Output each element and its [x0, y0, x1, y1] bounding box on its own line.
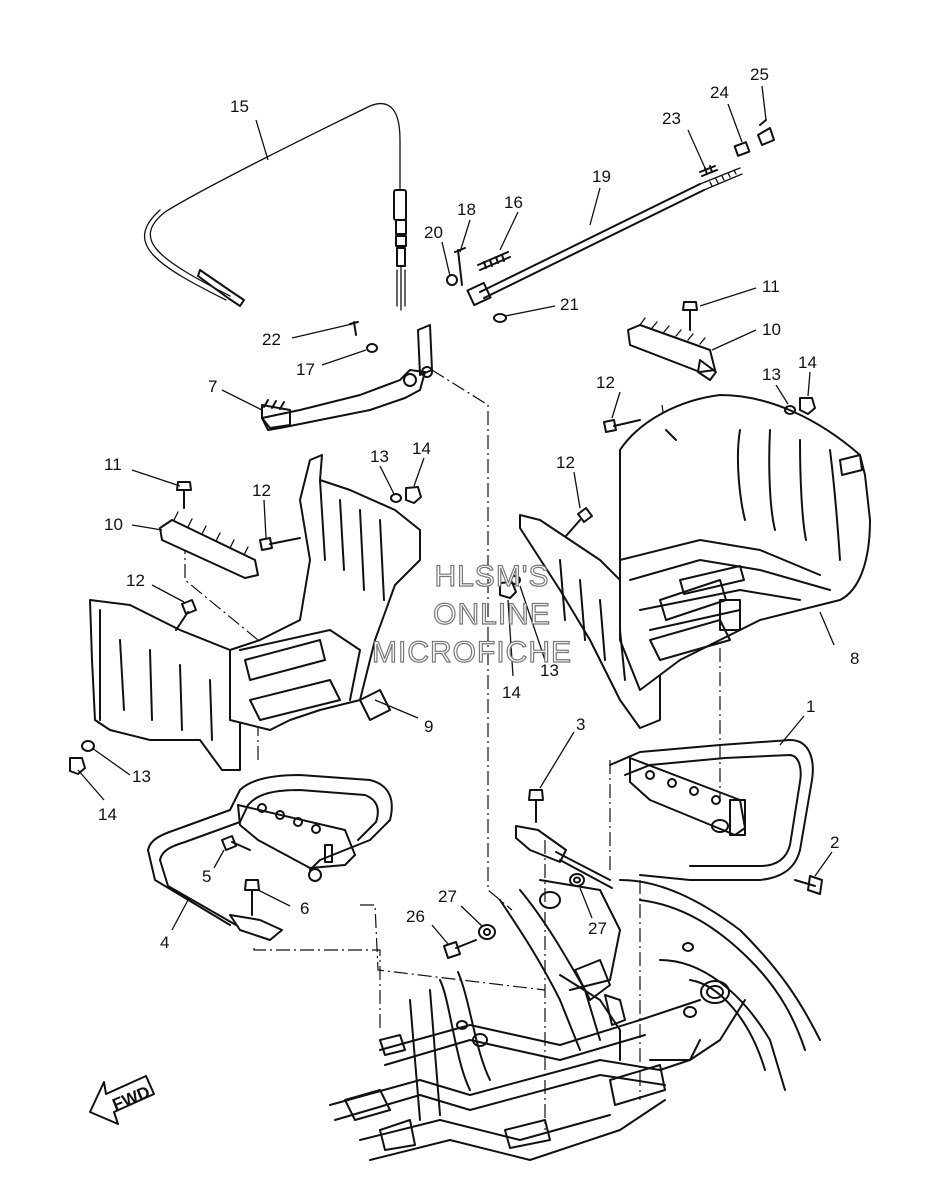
callout-23: 23 [662, 109, 681, 128]
footrest-bracket-part-1 [609, 739, 814, 881]
callout-numbers: 15 16 18 20 19 23 24 25 21 22 17 7 11 10… [98, 65, 859, 952]
bolt-part-5 [221, 835, 251, 851]
bolt-part-12-left-b [175, 599, 197, 631]
callout-19: 19 [592, 167, 611, 186]
callout-18: 18 [457, 200, 476, 219]
washer-part-13-left-a [390, 493, 402, 503]
bolt-part-6 [244, 879, 260, 916]
washer-part-13-left-b [81, 740, 95, 752]
callout-12-right-b: 12 [556, 453, 575, 472]
brake-pedal-part-7 [261, 324, 433, 431]
cable-part-15 [143, 102, 407, 311]
callout-12-left-b: 12 [126, 571, 145, 590]
callout-12-right-a: 12 [596, 373, 615, 392]
fwd-arrow-label: FWD [110, 1082, 153, 1114]
bolt-part-12-left-a [259, 537, 301, 551]
callout-5: 5 [202, 867, 211, 886]
callout-27-b: 27 [588, 919, 607, 938]
wing-nut-part-25 [757, 119, 775, 146]
callout-11-right: 11 [762, 277, 780, 296]
callout-22: 22 [262, 330, 281, 349]
callout-3: 3 [576, 715, 585, 734]
callout-2: 2 [830, 833, 839, 852]
callout-10-left: 10 [104, 515, 123, 534]
bolt-part-12-right-a [603, 419, 641, 433]
callout-15: 15 [230, 97, 249, 116]
watermark-line-2: ONLINE [433, 597, 551, 631]
callout-20: 20 [424, 223, 443, 242]
spring-part-23 [699, 165, 718, 177]
callout-26: 26 [406, 907, 425, 926]
callout-13-right-b: 13 [540, 661, 559, 680]
callout-9: 9 [424, 717, 433, 736]
callout-24: 24 [710, 83, 729, 102]
callout-4: 4 [160, 933, 169, 952]
nut-part-14-right-a [799, 397, 816, 415]
watermark-line-1: HLSM'S [434, 559, 550, 593]
callout-14-left-a: 14 [412, 439, 431, 458]
callout-16: 16 [504, 193, 523, 212]
washer-part-13-right-b [509, 575, 521, 585]
callout-14-right-a: 14 [798, 353, 817, 372]
callout-7: 7 [208, 377, 217, 396]
nut-part-27-b [569, 873, 585, 887]
bolt-part-11-right [682, 301, 698, 331]
nut-part-14-left-a [405, 486, 422, 504]
bolt-part-11-left [176, 481, 192, 509]
callout-13-left-a: 13 [370, 447, 389, 466]
bolt-part-26 [443, 939, 477, 959]
callout-14-right-b: 14 [502, 683, 521, 702]
footrest-part-10-right [627, 317, 717, 381]
frame-assembly [329, 879, 821, 1161]
spring-part-16 [477, 251, 511, 271]
footrest-guard-part-8 [519, 394, 871, 729]
bolt-part-2 [794, 875, 823, 895]
nut-part-14-left-b [69, 757, 86, 775]
bolt-part-3 [515, 789, 613, 889]
callout-10-right: 10 [762, 320, 781, 339]
brake-rod-part-19 [466, 167, 743, 307]
callout-13-left-b: 13 [132, 767, 151, 786]
callout-13-right-a: 13 [762, 365, 781, 384]
callout-21: 21 [560, 295, 579, 314]
watermark-line-3: MICROFICHE [371, 635, 572, 669]
callout-25: 25 [750, 65, 769, 84]
callout-8: 8 [850, 649, 859, 668]
footrest-part-10-left [159, 511, 259, 579]
nut-part-27-a [478, 924, 496, 940]
joint-part-24 [733, 141, 751, 157]
forward-direction-arrow: FWD [89, 1075, 155, 1125]
callout-1: 1 [806, 697, 815, 716]
bolt-part-12-right-b [565, 507, 593, 537]
callout-14-left-b: 14 [98, 805, 117, 824]
footrest-bracket-part-4 [147, 774, 393, 941]
callout-27-a: 27 [438, 887, 457, 906]
callout-6: 6 [300, 899, 309, 918]
callout-17: 17 [296, 360, 315, 379]
callout-12-left-a: 12 [252, 481, 271, 500]
pin-part-20 [446, 274, 458, 286]
washer-part-21 [493, 313, 507, 323]
washer-part-13-right-a [784, 405, 796, 415]
footrest-guard-part-9 [89, 454, 421, 771]
callout-leader-lines [77, 85, 835, 945]
callout-11-left: 11 [104, 455, 122, 474]
washer-part-17 [366, 343, 378, 353]
nut-part-14-right-b [499, 581, 517, 599]
